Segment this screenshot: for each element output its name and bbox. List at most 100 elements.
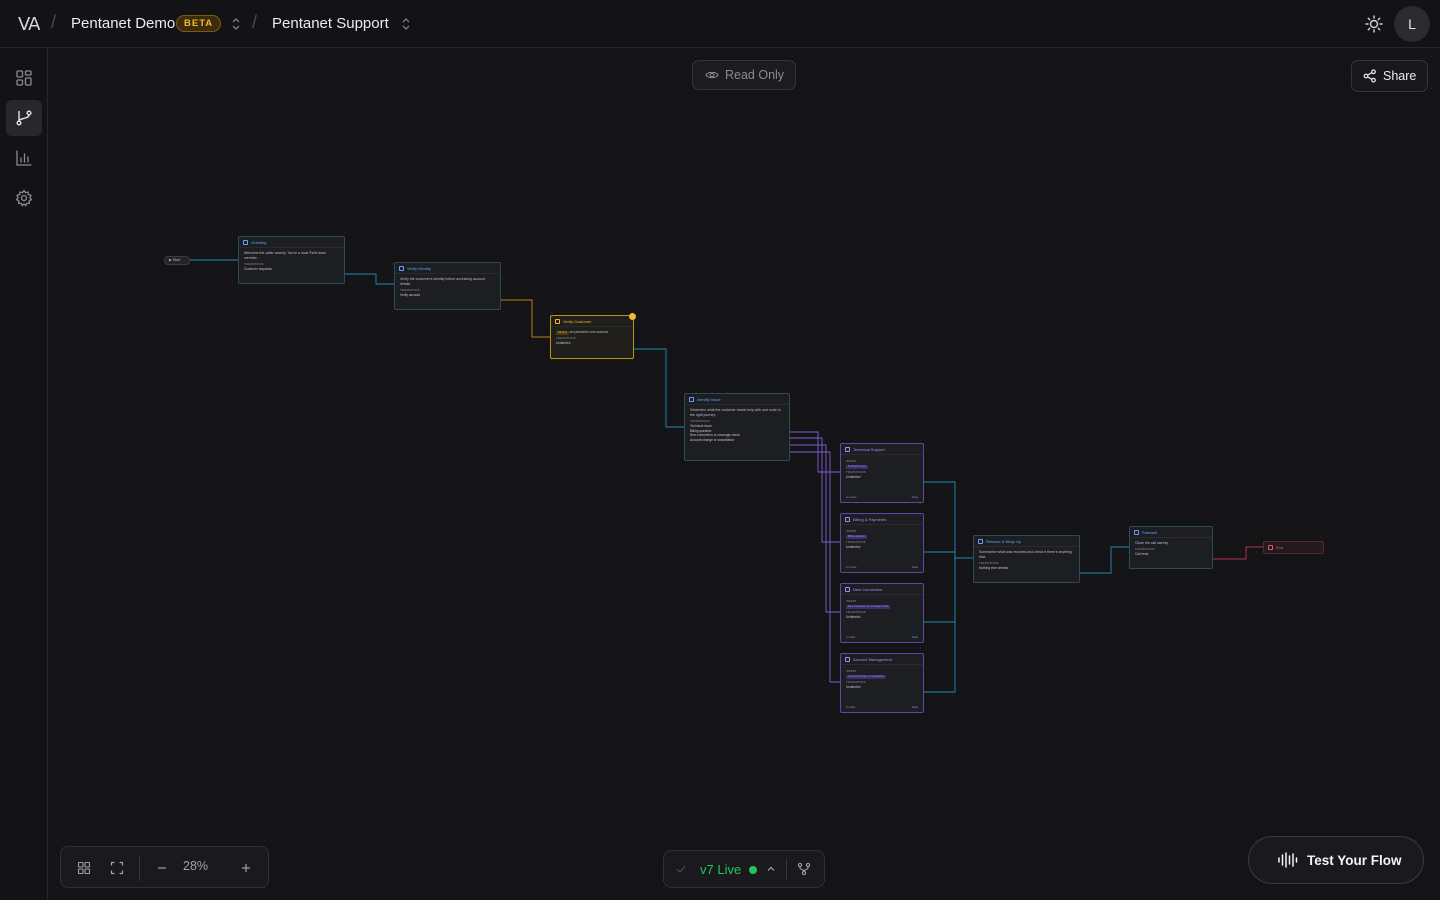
fit-view-button[interactable] <box>73 857 95 879</box>
version-label: v7 Live <box>700 862 742 877</box>
version-history-branch-icon[interactable] <box>797 862 811 876</box>
node-title: Identify Issue <box>697 396 721 402</box>
share-label: Share <box>1383 69 1417 83</box>
transition-item: Unlabeled <box>846 614 861 619</box>
node-technical-support[interactable]: Technical Support INTENT Technical issue… <box>840 443 924 503</box>
node-title: Resolve & Wrap Up <box>986 538 1022 544</box>
transition-item: Account change or cancellation <box>690 437 735 442</box>
node-type-icon <box>243 239 248 245</box>
node-identify-issue[interactable]: Identify Issue Determine what the custom… <box>684 393 790 461</box>
transition-item: Unlabeled <box>846 544 861 549</box>
start-node[interactable]: ▶ Start <box>164 256 190 265</box>
flow-name[interactable]: Pentanet Support <box>272 15 389 32</box>
edge-technical-resolve <box>918 481 974 559</box>
breadcrumb-separator: / <box>51 12 57 32</box>
transitions-label: TRANSITIONS <box>690 420 710 424</box>
sidebar-item-flows[interactable] <box>6 100 42 136</box>
intent-label: INTENT <box>846 460 857 463</box>
transition-item: Unlabeled <box>556 340 571 345</box>
sun-theme-toggle-icon[interactable] <box>1364 14 1384 34</box>
sidebar-item-dashboard[interactable] <box>6 60 42 96</box>
analytics-bars-icon <box>16 150 32 166</box>
transition-item: Billing question <box>690 428 712 433</box>
node-prompt: Summarise what was resolved and check if… <box>979 550 1072 560</box>
audio-waveform-icon <box>1278 852 1298 868</box>
transitions-label: TRANSITIONS <box>846 470 866 474</box>
flow-branch-icon <box>16 110 32 126</box>
top-bar: VA / Pentanet Demo BETA / Pentanet Suppo… <box>0 0 1440 48</box>
sidebar-item-settings[interactable] <box>6 180 42 216</box>
end-label: End <box>1276 545 1284 550</box>
node-account-management[interactable]: Account Management INTENT Account change… <box>840 653 924 713</box>
play-icon: ▶ <box>169 258 173 262</box>
zoom-in-button[interactable] <box>235 857 257 879</box>
chevron-up-icon[interactable] <box>766 864 776 874</box>
transition-item: Unlabeled <box>846 474 861 479</box>
transition-item: Technical issue <box>690 423 712 428</box>
transitions-label: TRANSITIONS <box>846 540 866 544</box>
clear-link[interactable]: Clear <box>911 566 918 569</box>
flow-connectors <box>190 259 1264 694</box>
node-title: Account Management <box>853 656 892 662</box>
version-selector[interactable]: v7 Live <box>663 850 825 888</box>
clear-link[interactable]: Clear <box>911 496 918 499</box>
start-label: Start <box>172 258 181 262</box>
transition-item: Call ends <box>1135 551 1149 556</box>
dashboard-grid-icon <box>16 70 32 86</box>
edge-greeting-verify-identity <box>340 273 394 285</box>
app-logo[interactable]: VA <box>18 14 41 35</box>
zoom-out-button[interactable] <box>151 857 173 879</box>
node-verify-customer[interactable]: Verify Customer FETCH an pentanet.com.au… <box>550 315 634 359</box>
test-your-flow-button[interactable]: Test Your Flow <box>1248 836 1424 884</box>
edge-issue-billing <box>786 437 840 543</box>
transitions-label: TRANSITIONS <box>556 337 576 341</box>
intent-label: INTENT <box>846 600 857 603</box>
project-switcher-chevrons-icon[interactable] <box>231 16 241 32</box>
subflow-node-count: 8 nodes <box>846 706 856 709</box>
transitions-label: TRANSITIONS <box>244 263 264 267</box>
clear-link[interactable]: Clear <box>911 706 918 709</box>
transitions-label: TRANSITIONS <box>400 289 420 293</box>
edge-issue-new-connection <box>786 444 840 613</box>
share-button[interactable]: Share <box>1351 60 1428 92</box>
node-farewell[interactable]: Farewell Close the call warmly. TRANSITI… <box>1129 526 1213 569</box>
node-new-connection[interactable]: New Connection INTENT New connection or … <box>840 583 924 643</box>
edge-farewell-end <box>1208 546 1264 560</box>
grid-layout-icon <box>77 861 91 875</box>
node-greeting[interactable]: Greeting Welcome the caller warmly. You'… <box>238 236 345 284</box>
transitions-label: TRANSITIONS <box>846 680 866 684</box>
sidebar-item-analytics[interactable] <box>6 140 42 176</box>
intent-tag: New connection or coverage check <box>846 604 891 609</box>
user-avatar[interactable]: L <box>1394 6 1430 42</box>
node-verify-identity[interactable]: Verify Identity Verify the customer's id… <box>394 262 501 310</box>
eye-icon <box>705 71 719 79</box>
node-resolve-wrap-up[interactable]: Resolve & Wrap Up Summarise what was res… <box>973 535 1080 583</box>
clear-link[interactable]: Clear <box>911 636 918 639</box>
node-prompt: Determine what the customer needs help w… <box>690 408 781 418</box>
transition-item: Unlabeled <box>846 684 861 689</box>
node-prompt: Close the call warmly. <box>1135 541 1169 545</box>
node-prompt: Welcome the caller warmly. You're a loca… <box>244 251 327 261</box>
flow-canvas[interactable]: Read Only Share <box>48 48 1440 900</box>
selected-node-indicator <box>629 313 636 320</box>
project-name[interactable]: Pentanet Demo <box>71 15 176 32</box>
edge-verify-customer-identify-issue <box>630 348 684 428</box>
transition-item: Customer responds <box>244 266 272 271</box>
minus-icon <box>158 867 166 869</box>
read-only-label: Read Only <box>725 68 785 82</box>
transition-item: Nothing else needed <box>979 565 1009 570</box>
node-title: Verify Customer <box>563 318 592 324</box>
node-title: Greeting <box>251 239 267 245</box>
node-type-icon <box>399 265 404 271</box>
check-icon <box>676 865 686 873</box>
node-billing-payments[interactable]: Billing & Payments INTENT Billing questi… <box>840 513 924 573</box>
subflow-node-count: 11 nodes <box>846 566 857 569</box>
node-title: Billing & Payments <box>853 516 887 522</box>
transitions-label: TRANSITIONS <box>1135 548 1155 552</box>
flow-switcher-chevrons-icon[interactable] <box>401 16 411 32</box>
fetch-badge: FETCH <box>556 331 569 335</box>
node-type-icon <box>845 446 850 452</box>
node-end[interactable]: End <box>1263 541 1324 554</box>
breadcrumb-separator: / <box>252 12 258 32</box>
fullscreen-button[interactable] <box>106 857 128 879</box>
